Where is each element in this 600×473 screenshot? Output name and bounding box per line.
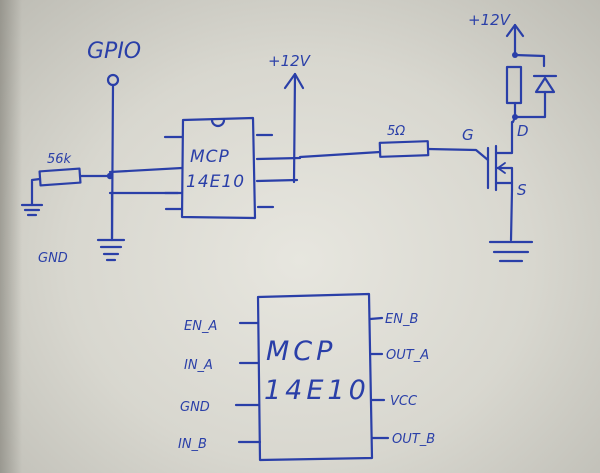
- gpio-label: GPIO: [87, 39, 141, 64]
- ground-symbol-1: [20, 203, 44, 217]
- paper-edge-shadow: [0, 0, 22, 473]
- mosfet-gate-label: G: [462, 126, 474, 144]
- pinout-pin-right: [368, 316, 384, 321]
- pinout-left-3: GND: [180, 400, 210, 415]
- pinout-left-4: IN_B: [178, 437, 207, 452]
- pinout-right-3: VCC: [390, 394, 418, 409]
- resistor-56k-label: 56k: [47, 152, 72, 167]
- chip-supply-arrow: [283, 72, 305, 90]
- gate-resistor-body: [378, 140, 430, 158]
- pinout-left-1: EN_A: [184, 319, 217, 334]
- driver-chip-line2: 14E10: [186, 172, 245, 192]
- mosfet-drain-leg: [494, 120, 514, 155]
- gate-wire-1: [298, 150, 382, 159]
- chip-supply-wire: [292, 72, 297, 184]
- gpio-input: GPIO: [87, 39, 141, 242]
- load-and-diode: +12V: [468, 11, 558, 124]
- pinout-chip-line2: 14E10: [264, 375, 370, 406]
- pinout-diagram: MCP 14E10 EN_A IN_A GND IN_B EN_B OUT_A …: [178, 292, 435, 462]
- pinout-right-1: EN_B: [385, 312, 418, 327]
- gnd-connection: GND: [38, 191, 180, 266]
- mosfet-source-label: S: [517, 181, 527, 199]
- gate-resistor: 5Ω: [298, 124, 490, 162]
- driver-chip-line1: MCP: [190, 147, 230, 167]
- gate-wire-2: [426, 147, 490, 162]
- load-drain-wire: [511, 115, 517, 124]
- chip-supply: +12V: [268, 52, 312, 184]
- pinout-right-2: OUT_A: [386, 348, 429, 363]
- gnd-label: GND: [38, 251, 68, 266]
- ground-symbol-3: [488, 240, 534, 263]
- gpio-terminal: [106, 73, 120, 87]
- driver-chip-notch: [210, 118, 226, 128]
- pulldown-resistor: 56k: [20, 152, 112, 217]
- mosfet-drain-label: D: [517, 122, 529, 140]
- mosfet: G D S: [462, 120, 534, 263]
- load-resistor: [505, 65, 523, 105]
- diode-top-wire: [513, 53, 546, 68]
- pinout-right-4: OUT_B: [392, 432, 435, 447]
- chip-pin: [255, 178, 299, 183]
- chip-pin: [108, 166, 184, 174]
- driver-chip-body: [180, 116, 257, 220]
- chip-pin: [255, 156, 302, 161]
- resistor-ground-wire: [30, 177, 42, 207]
- flyback-diode: [532, 74, 558, 94]
- mosfet-source-wire: [509, 188, 514, 242]
- diode-bottom-wire: [513, 90, 547, 119]
- driver-chip: MCP 14E10: [108, 116, 302, 220]
- chip-supply-label: +12V: [268, 52, 312, 70]
- gate-resistor-label: 5Ω: [387, 124, 405, 139]
- load-supply-label: +12V: [468, 11, 512, 29]
- ground-symbol-2: [96, 238, 126, 262]
- mosfet-arrow: [497, 162, 506, 174]
- pinout-chip-line1: MCP: [266, 336, 336, 367]
- resistor-56k-body: [38, 167, 82, 187]
- pinout-left-2: IN_A: [184, 358, 213, 373]
